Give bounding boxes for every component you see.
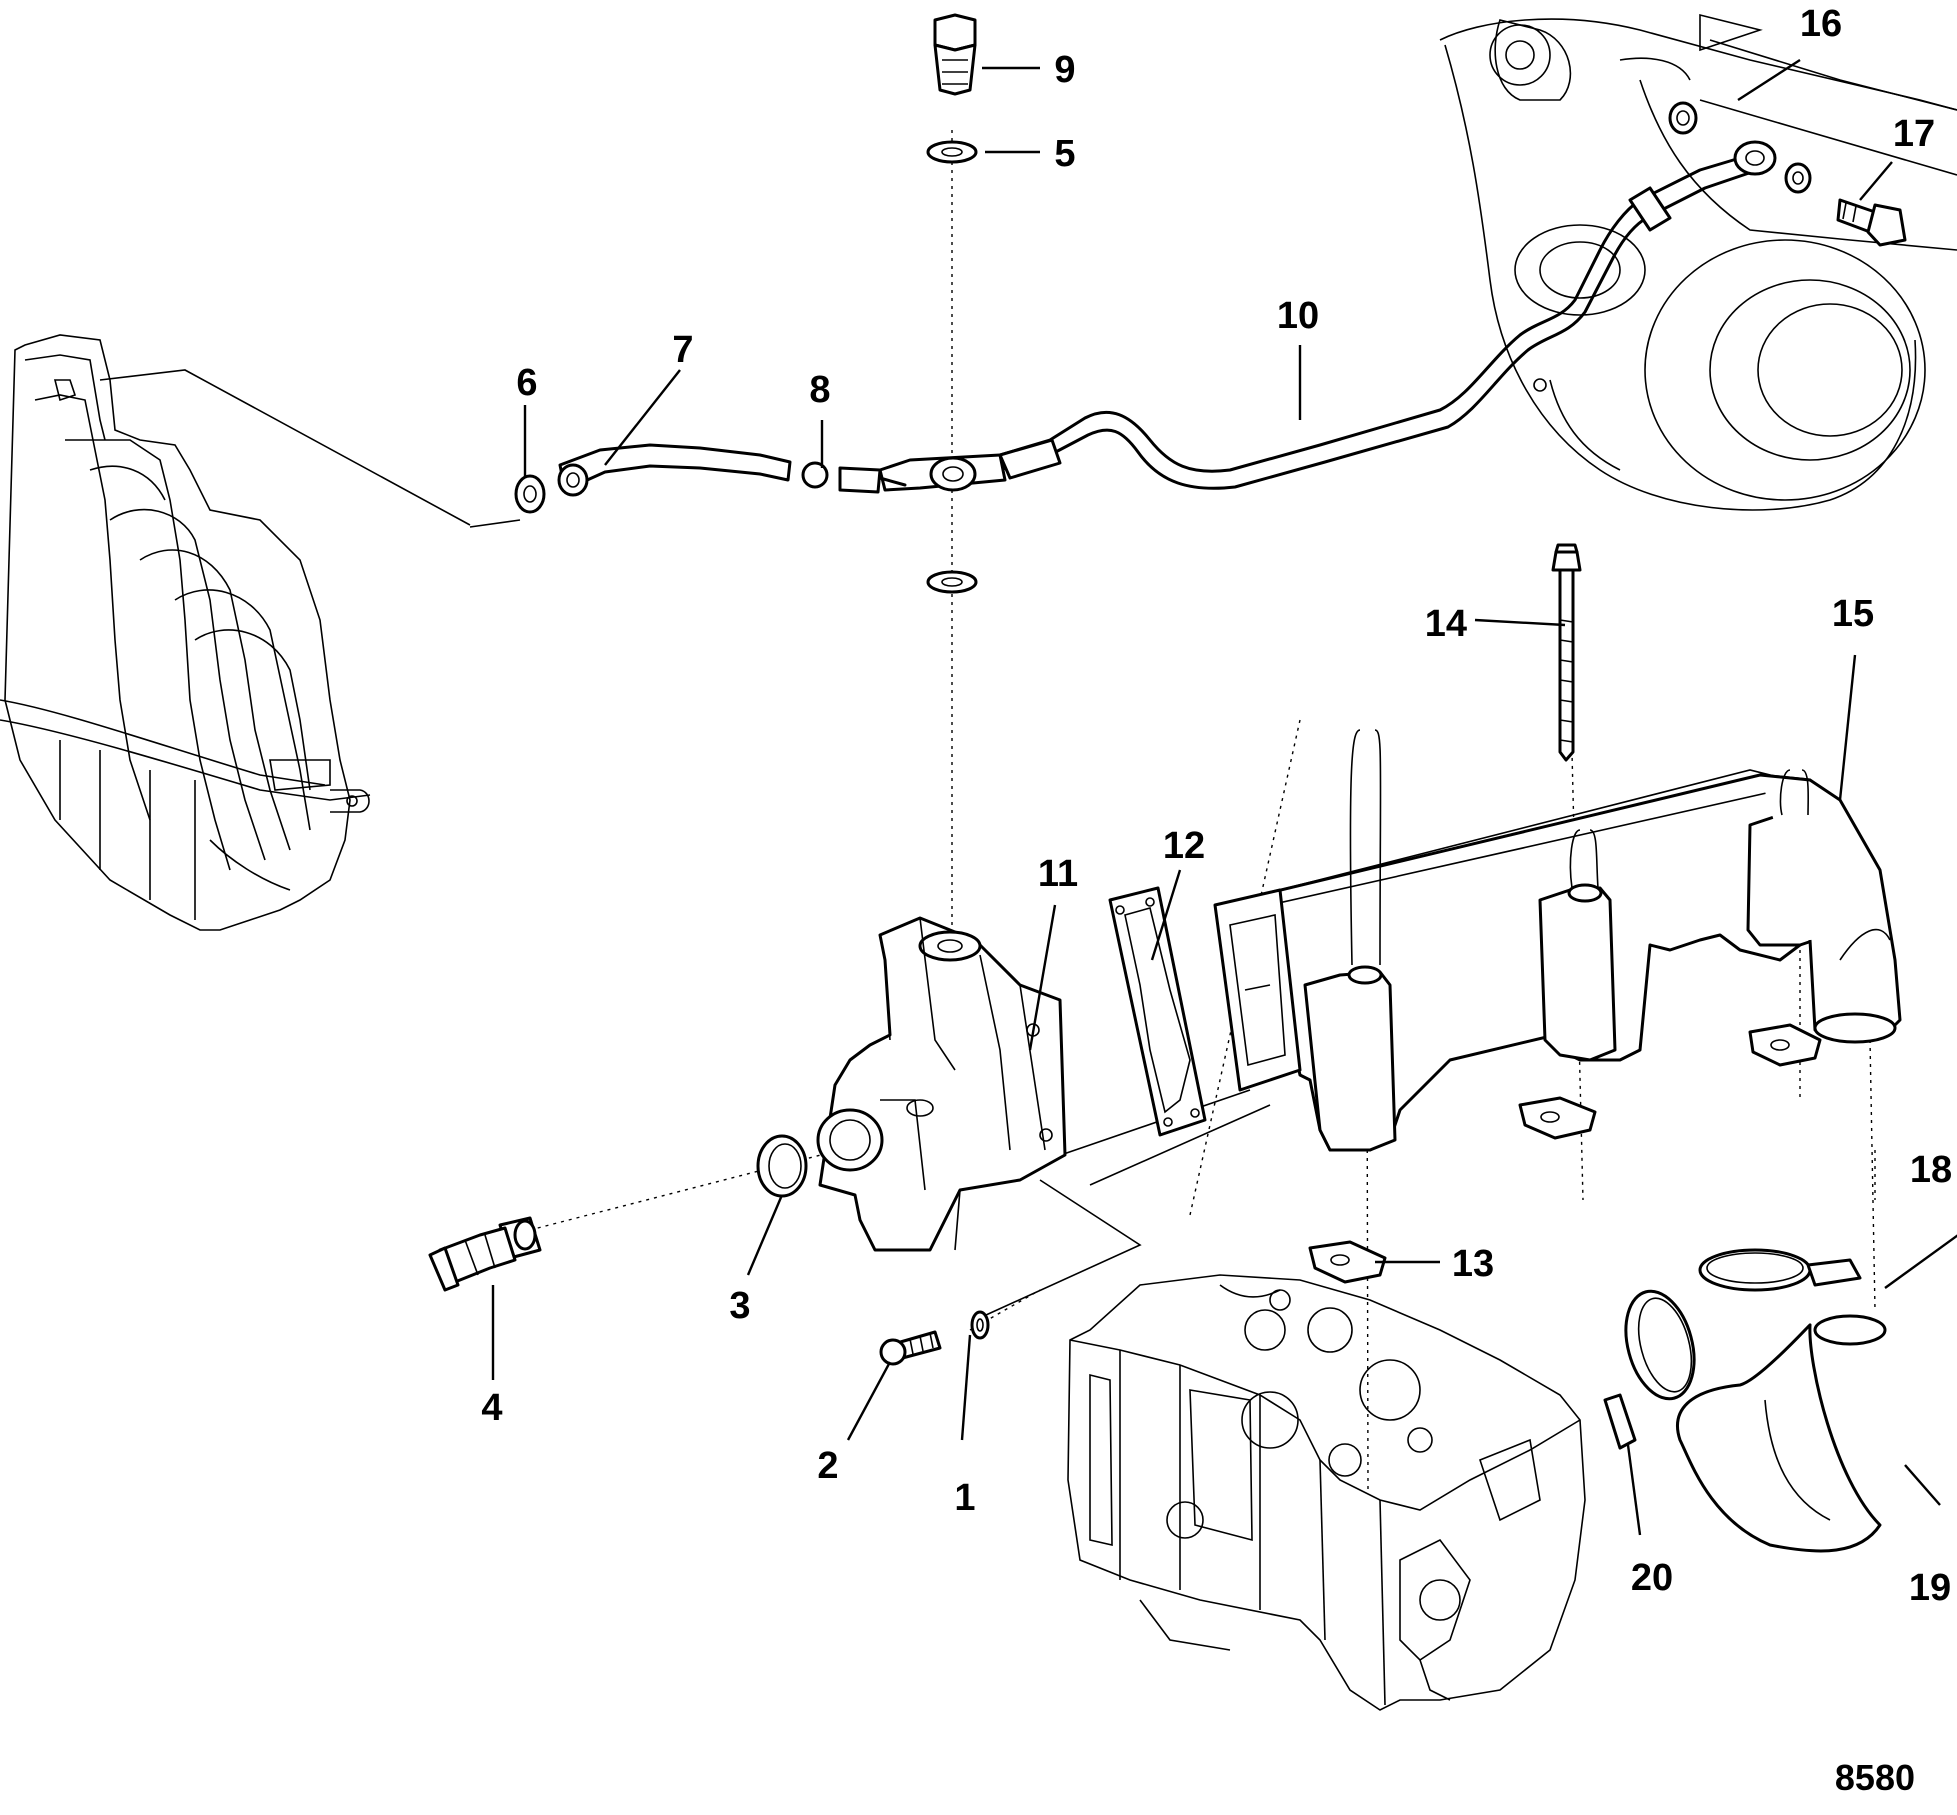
callout-13: 13 — [1452, 1243, 1494, 1285]
part-oil-line — [998, 140, 1777, 490]
callout-16: 16 — [1800, 3, 1842, 45]
callout-19: 19 — [1909, 1567, 1951, 1609]
callout-5: 5 — [1054, 133, 1075, 175]
callout-6: 6 — [516, 362, 537, 404]
callout-14: 14 — [1425, 603, 1467, 645]
callout-15: 15 — [1832, 593, 1874, 635]
part-hose-clamp-18 — [1698, 1248, 1862, 1292]
part-adapter-8 — [801, 461, 882, 494]
callout-4: 4 — [481, 1387, 502, 1429]
part-exhaust-manifold — [1213, 729, 1902, 1152]
callout-20: 20 — [1631, 1557, 1673, 1599]
part-banjo-bolt — [933, 13, 977, 96]
part-manifold-gasket — [1308, 1023, 1822, 1284]
callout-3: 3 — [729, 1285, 750, 1327]
callout-12: 12 — [1163, 825, 1205, 867]
callout-leaders — [491, 58, 1957, 1536]
callout-17: 17 — [1893, 113, 1935, 155]
part-hose — [557, 443, 792, 497]
callout-1: 1 — [954, 1477, 975, 1519]
callout-8: 8 — [809, 369, 830, 411]
part-long-bolt — [1551, 543, 1582, 762]
callout-11: 11 — [1038, 853, 1078, 895]
callout-labels: 1 2 3 4 5 6 7 8 9 10 11 12 13 14 15 16 1… — [481, 3, 1952, 1798]
callout-9: 9 — [1054, 49, 1075, 91]
callout-10: 10 — [1277, 295, 1319, 337]
part-washer-6 — [514, 474, 546, 514]
cylinder-head — [1067, 1274, 1586, 1711]
part-temperature-sender — [428, 1216, 542, 1292]
part-gasket — [1108, 886, 1207, 1137]
part-hose-elbow — [1676, 1314, 1887, 1553]
intake-plenum — [0, 334, 371, 931]
part-bolt-small — [879, 1330, 942, 1366]
callout-7: 7 — [672, 329, 693, 371]
part-thermostat-housing — [816, 916, 1067, 1252]
turbocharger-assembly — [1439, 13, 1957, 511]
figure-id: 8580 — [1835, 1757, 1915, 1798]
part-o-ring — [756, 1134, 808, 1198]
part-washer-small — [970, 1310, 990, 1340]
part-turbo-fitting — [1668, 101, 1907, 247]
part-banjo-fitting — [838, 453, 1007, 492]
part-sealing-washer — [926, 140, 978, 594]
callout-2: 2 — [817, 1445, 838, 1487]
callout-18: 18 — [1910, 1149, 1952, 1191]
part-hose-clamp-20 — [1603, 1289, 1696, 1450]
